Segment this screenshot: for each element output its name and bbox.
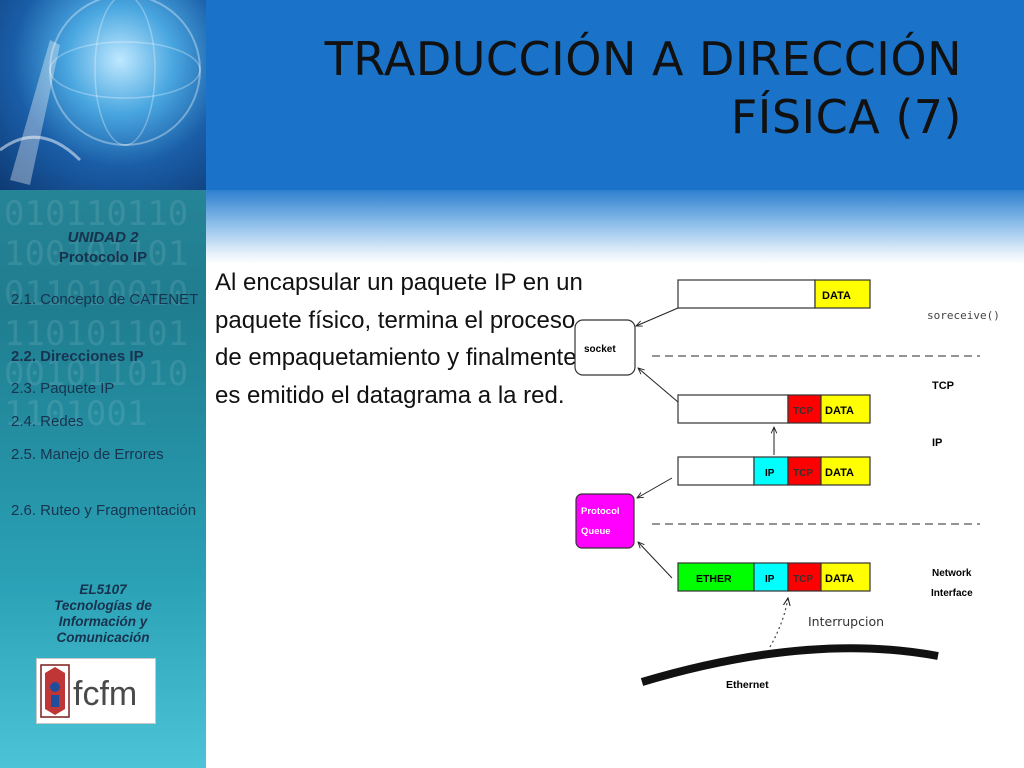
data-label-2: DATA (825, 405, 854, 417)
data-label-3: DATA (825, 467, 854, 479)
data-field-2 (820, 394, 871, 424)
fcfm-logo-icon: fcfm (40, 664, 137, 718)
ether-label-4: ETHER (696, 573, 732, 585)
nav-item-manejo-errores[interactable]: 2.5. Manejo de Errores (11, 446, 164, 463)
arrow-queue-to-ip (637, 477, 673, 498)
data-field-1 (814, 279, 871, 309)
tcp-field-2 (787, 394, 822, 424)
ethernet-cable (640, 644, 939, 686)
socket-box (574, 319, 636, 376)
globe-icon (0, 0, 201, 185)
slide-title: TRADUCCIÓN A DIRECCIÓN FÍSICA (7) (325, 30, 962, 146)
title-header (206, 0, 1024, 190)
ip-field-4 (753, 562, 789, 592)
packet-blank-2 (677, 394, 789, 424)
body-paragraph: Al encapsular un paquete IP en un paquet… (215, 269, 583, 409)
encapsulation-diagram: DATA soreceive() socket TCP TCP DATA IP … (574, 279, 1000, 691)
ip-label-3: IP (765, 468, 775, 479)
fcfm-logo: fcfm (36, 658, 156, 724)
soreceive-label: soreceive() (927, 309, 1000, 322)
ip-label-4: IP (765, 574, 775, 585)
network-label-2: Interface (931, 588, 973, 599)
queue-label-1: Protocol (581, 506, 620, 517)
interrupt-arrow (769, 598, 788, 648)
logo-text: fcfm (73, 675, 137, 713)
unit-label: UNIDAD 2 (67, 229, 139, 246)
data-label-4: DATA (825, 573, 854, 585)
unit-heading: UNIDAD 2 Protocolo IP (0, 228, 206, 268)
nav-item-concepto-catenet[interactable]: 2.1. Concepto de CATENET (11, 291, 199, 308)
binary-background: 0101101101001011010110100101101011010010… (4, 194, 189, 434)
gradient-band (206, 190, 1024, 264)
tcp-field-3 (787, 456, 822, 486)
ethernet-label: Ethernet (726, 679, 769, 691)
slide-title-line1: TRADUCCIÓN A DIRECCIÓN (324, 32, 962, 86)
nav-item-ruteo-fragmentacion[interactable]: 2.6. Ruteo y Fragmentación (11, 502, 197, 519)
course-name-3: Comunicación (56, 630, 150, 645)
course-info: EL5107 Tecnologías de Información y Comu… (0, 582, 206, 646)
nav-item-direcciones-ip[interactable]: 2.2. Direcciones IP (11, 348, 144, 365)
course-name-2: Información y (58, 614, 148, 629)
data-field-3 (820, 456, 871, 486)
sidebar: 0101101101001011010110100101101011010010… (0, 0, 206, 768)
tcp-label-2: TCP (793, 406, 813, 417)
ip-layer-label: IP (932, 437, 942, 449)
arrow-ether-to-queue (638, 542, 673, 579)
tcp-label-4: TCP (793, 574, 813, 585)
packet-blank-3 (677, 456, 755, 486)
tcp-label-3: TCP (793, 468, 813, 479)
tcp-field-4 (787, 562, 822, 592)
ether-field-4 (677, 562, 755, 592)
data-label-1: DATA (822, 290, 851, 302)
tcp-layer-label: TCP (932, 380, 954, 392)
packet-blank-1 (677, 279, 816, 309)
protocol-queue-box (575, 493, 635, 549)
course-name-1: Tecnologías de (54, 598, 152, 613)
ip-field-3 (753, 456, 789, 486)
data-field-4 (820, 562, 871, 592)
interrupt-label: Interrupcion (808, 614, 884, 629)
queue-label-2: Queue (581, 526, 611, 537)
unit-name: Protocolo IP (58, 249, 148, 266)
nav-item-paquete-ip[interactable]: 2.3. Paquete IP (11, 380, 115, 397)
slide-title-line2: FÍSICA (7) (730, 90, 962, 144)
arrow-to-socket-1 (636, 307, 679, 326)
nav-item-redes[interactable]: 2.4. Redes (11, 413, 84, 430)
socket-label: socket (584, 344, 616, 355)
globe-image (0, 0, 206, 190)
network-label-1: Network (932, 568, 972, 579)
course-code: EL5107 (79, 582, 127, 597)
arrow-to-socket-2 (638, 368, 679, 403)
